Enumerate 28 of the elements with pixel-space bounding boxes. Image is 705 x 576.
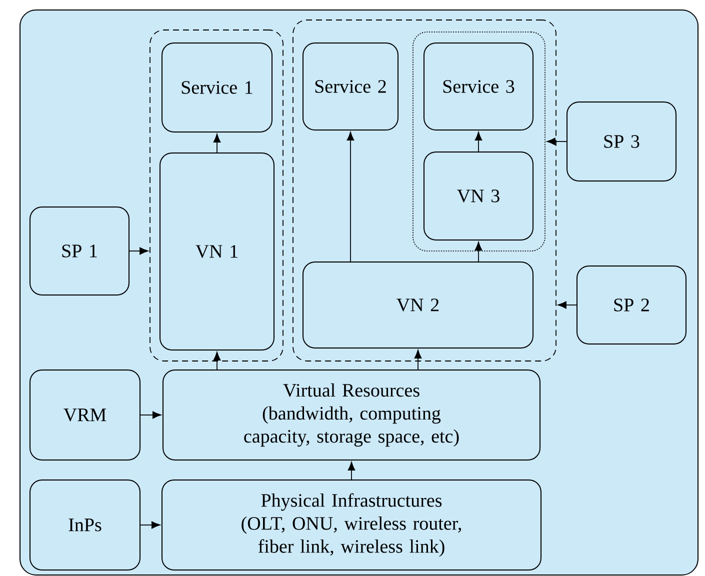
rounded-box: VN 1 [160, 152, 274, 350]
arrow [140, 521, 160, 529]
rounded-box: SP 2 [576, 266, 686, 344]
rounded-box: Service 1 [162, 42, 272, 132]
arrow [346, 132, 354, 262]
arrow [558, 301, 577, 309]
rounded-box: VN 2 [302, 262, 534, 348]
rounded-box: SP 1 [30, 206, 130, 296]
arrow [213, 134, 221, 153]
arrow [129, 247, 148, 255]
arrow [474, 242, 482, 262]
rounded-box: VRM [30, 370, 140, 460]
arrow [414, 350, 422, 370]
dotted-group-frame [412, 32, 546, 252]
arrow [546, 138, 567, 146]
rounded-box: InPs [30, 480, 140, 570]
dashed-group-frame [150, 30, 284, 362]
arrow [213, 352, 221, 370]
rounded-box: Physical Infrastructures (OLT, ONU, wireless router, fiber link, wireless link) [162, 480, 542, 570]
rounded-box: SP 3 [566, 102, 676, 182]
arrow [140, 411, 162, 419]
rounded-box: VN 3 [424, 152, 534, 240]
dashed-group-frame [292, 20, 556, 362]
rounded-box: Service 3 [424, 42, 534, 130]
rounded-box: Virtual Resources (bandwidth, computing capacity, storage space, etc) [162, 370, 540, 460]
arrow [348, 462, 356, 480]
arrow [474, 132, 482, 152]
rounded-box: Service 2 [302, 42, 398, 130]
